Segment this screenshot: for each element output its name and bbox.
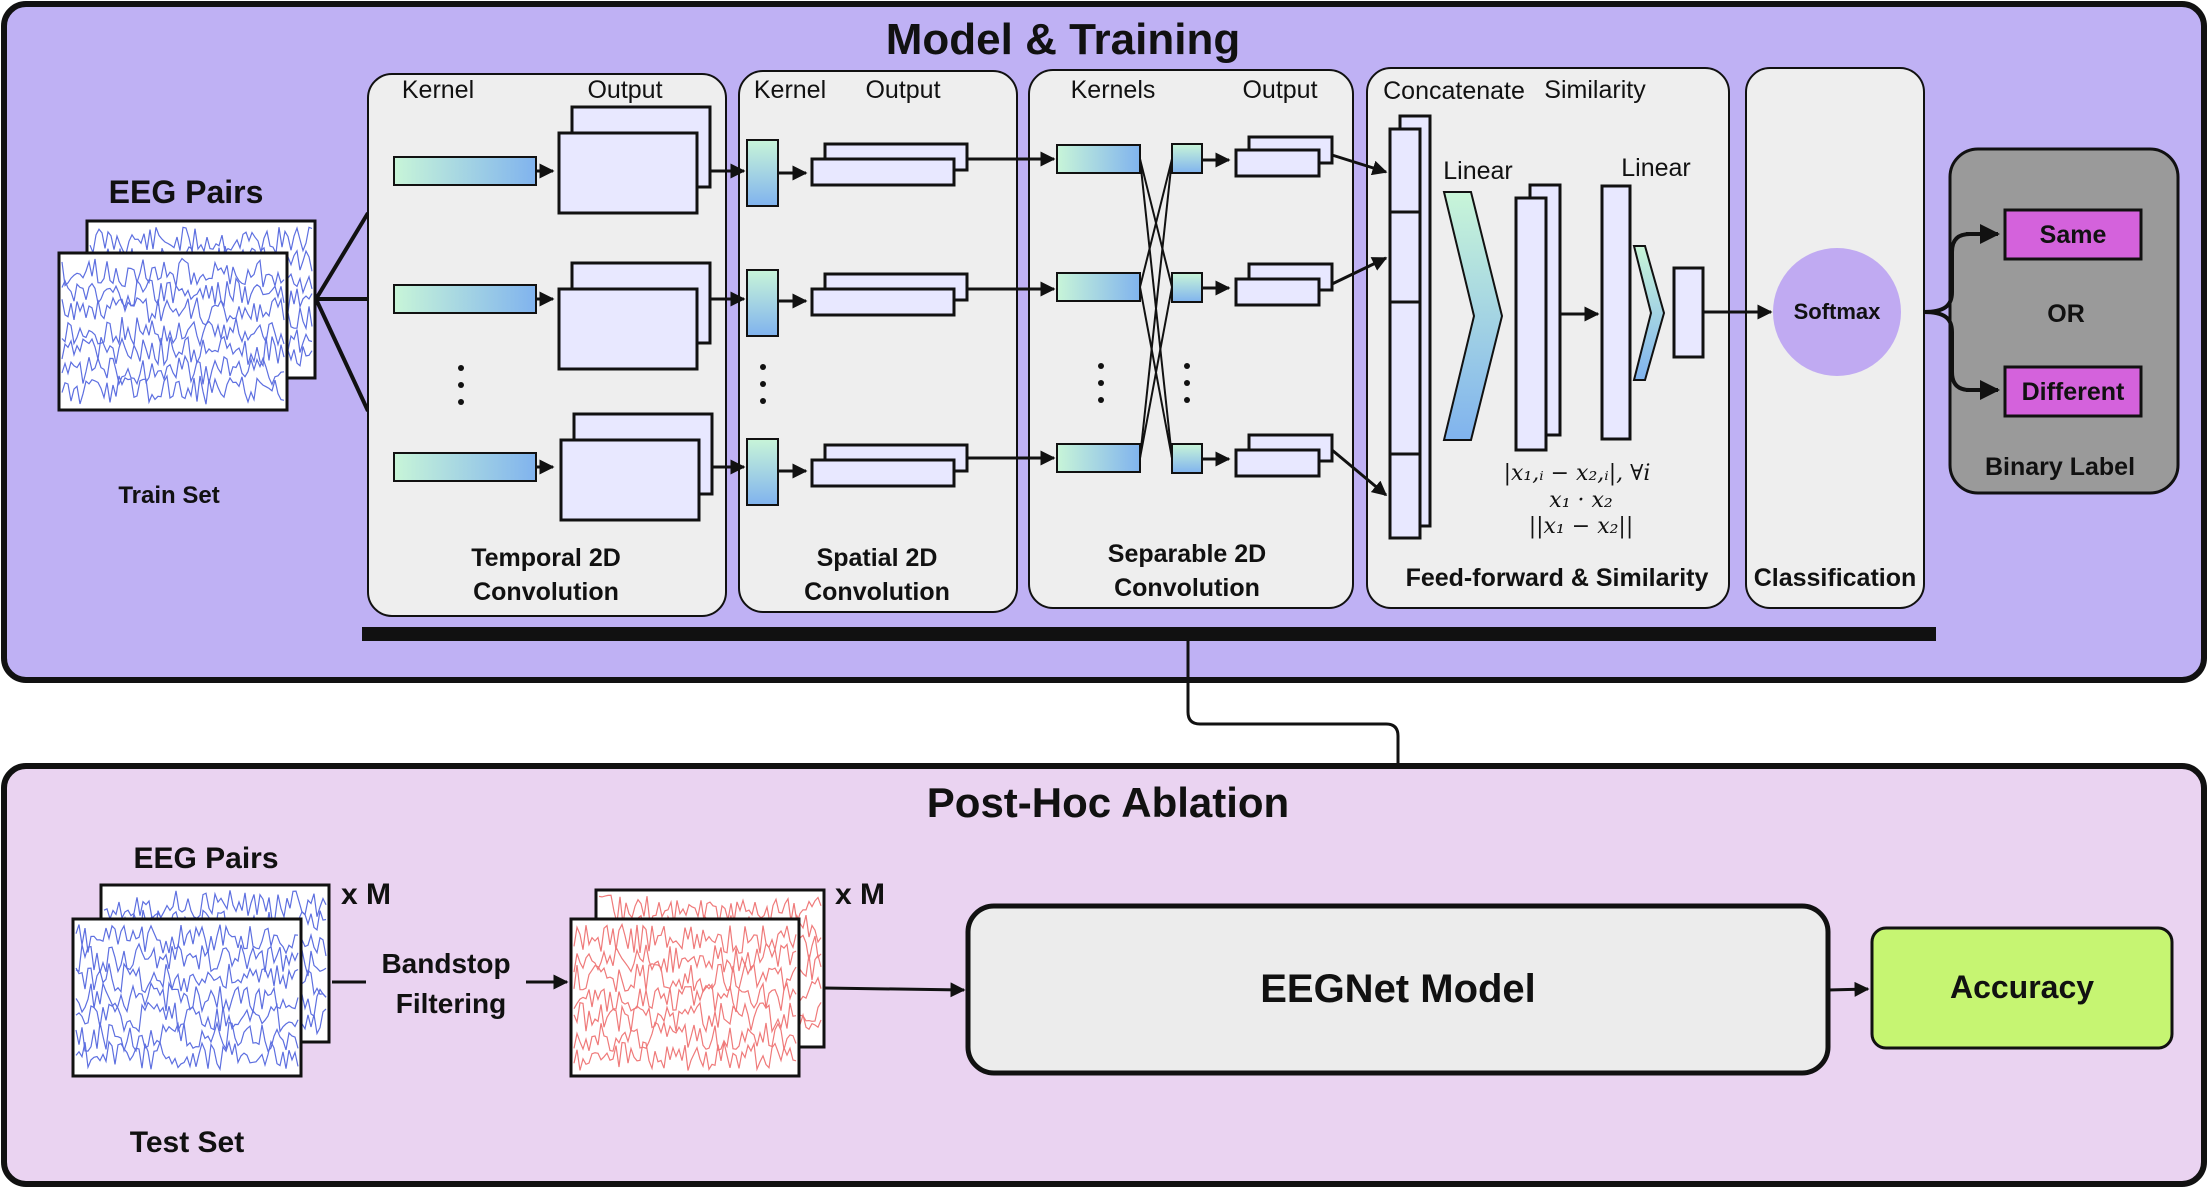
embedding-output	[1672, 266, 1705, 359]
similarity-formula-1: |x₁,ᵢ − x₂,ᵢ|, ∀i	[1504, 461, 1651, 486]
separable-name-line1: Separable 2D	[1108, 540, 1266, 568]
temporal-output-2	[557, 287, 699, 371]
classification-name: Classification	[1754, 564, 1917, 592]
test-eeg-sheet-front	[71, 917, 303, 1078]
linear2-label: Linear	[1621, 154, 1691, 182]
spatial-name-line1: Spatial 2D	[817, 544, 938, 572]
separable-depth-1	[1171, 143, 1203, 174]
spatial-kernel-2	[746, 269, 779, 337]
spatial-output-label: Output	[865, 76, 940, 104]
temporal-kernel-2	[393, 284, 537, 314]
training-to-model-connector	[1186, 641, 1406, 902]
different-box	[2003, 365, 2143, 418]
concat-segment-3	[1388, 300, 1422, 456]
training-panel: Model & Training EEG Pairs Train Set Ker…	[1, 1, 2207, 683]
times-m-label-2: x M	[835, 878, 885, 911]
ablation-title: Post-Hoc Ablation	[927, 779, 1289, 826]
test-eeg-pairs-label: EEG Pairs	[133, 842, 278, 875]
hidden-layer-1	[1514, 196, 1548, 452]
separable-to-concat-arrows	[1331, 153, 1388, 497]
same-label: Same	[2040, 221, 2107, 249]
temporal-stage-content	[393, 105, 714, 522]
feedforward-stage-content: Linear Linear |x₁,ᵢ − x₂,ᵢ|, ∀i x₁ · x₂ …	[1388, 114, 1705, 540]
separable-output-3	[1234, 448, 1321, 478]
training-output-bar	[362, 627, 1936, 641]
spatial-output-3	[810, 458, 956, 488]
spatial-to-separable-arrows	[967, 151, 1056, 466]
similarity-formula-2: x₁ · x₂	[1549, 488, 1612, 513]
linear2-chevron	[1632, 245, 1666, 381]
binary-label-title: Binary Label	[1985, 453, 2135, 481]
separable-depth-2	[1171, 272, 1203, 303]
train-eeg-sheet-front	[57, 251, 289, 412]
filtered-to-model-arrow	[823, 982, 966, 998]
concatenate-label: Concatenate	[1383, 77, 1525, 105]
separable-stage-content	[1056, 135, 1334, 478]
binary-brace	[1923, 232, 1971, 392]
concat-segment-1	[1388, 127, 1422, 214]
temporal-kernel-label: Kernel	[402, 76, 474, 104]
separable-name-line2: Convolution	[1114, 574, 1260, 602]
spatial-kernel-1	[746, 139, 779, 207]
temporal-kernel-3	[393, 452, 537, 482]
temporal-output-1	[557, 131, 699, 215]
ablation-panel: Post-Hoc Ablation EEG Pairs x M Test Set…	[1, 763, 2207, 1187]
separable-crossings	[1139, 158, 1173, 459]
train-eeg-pairs-label: EEG Pairs	[109, 174, 264, 210]
similarity-formula-3: ||x₁ − x₂||	[1529, 514, 1634, 539]
spatial-kernel-3	[746, 438, 779, 506]
hidden-layer-2	[1600, 184, 1632, 441]
separable-kernels-label: Kernels	[1071, 76, 1156, 104]
spatial-stage-content	[746, 139, 969, 506]
temporal-name-line2: Convolution	[473, 578, 619, 606]
temporal-ellipsis	[458, 365, 464, 405]
training-title: Model & Training	[886, 15, 1240, 64]
fanout-lines	[314, 211, 370, 412]
concat-segment-2	[1388, 210, 1422, 304]
eegnet-model-label: EEGNet Model	[1260, 967, 1536, 1011]
temporal-output-3	[559, 438, 701, 522]
spatial-name-line2: Convolution	[804, 578, 950, 606]
separable-output-label: Output	[1242, 76, 1317, 104]
linear1-label: Linear	[1443, 157, 1513, 185]
or-label: OR	[2047, 300, 2085, 328]
concat-segment-4	[1388, 452, 1422, 540]
test-eeg-stack	[71, 883, 331, 1078]
spatial-ellipsis	[760, 364, 766, 404]
temporal-kernel-1	[393, 156, 537, 186]
temporal-output-label: Output	[587, 76, 662, 104]
separable-ellipsis-right	[1184, 363, 1190, 403]
separable-kernel-1	[1056, 144, 1141, 174]
filtered-eeg-stack	[569, 888, 826, 1078]
test-set-label: Test Set	[130, 1126, 244, 1159]
linear1-chevron	[1442, 191, 1504, 441]
bandstop-line2: Filtering	[396, 988, 506, 1019]
train-eeg-stack	[57, 219, 317, 412]
train-set-label: Train Set	[118, 482, 219, 509]
feedforward-name: Feed-forward & Similarity	[1406, 564, 1709, 592]
separable-ellipsis-left	[1098, 363, 1104, 403]
temporal-name-line1: Temporal 2D	[471, 544, 621, 572]
spatial-output-2	[810, 287, 956, 317]
bandstop-line1: Bandstop	[381, 948, 510, 979]
separable-output-2	[1234, 277, 1321, 307]
times-m-label-1: x M	[341, 878, 391, 911]
spatial-kernel-label: Kernel	[754, 76, 826, 104]
spatial-output-1	[810, 157, 956, 187]
separable-output-1	[1234, 148, 1321, 178]
temporal-to-spatial-arrows	[710, 163, 746, 475]
separable-kernel-2	[1056, 272, 1141, 302]
different-label: Different	[2022, 378, 2125, 406]
filtered-eeg-sheet-front	[569, 917, 801, 1078]
same-box	[2003, 208, 2143, 261]
softmax-node	[1773, 248, 1901, 376]
separable-depth-3	[1171, 443, 1203, 474]
model-to-accuracy-arrow	[1827, 981, 1870, 997]
similarity-label: Similarity	[1544, 76, 1646, 104]
separable-kernel-3	[1056, 443, 1141, 473]
accuracy-label: Accuracy	[1950, 969, 2094, 1005]
softmax-label: Softmax	[1794, 299, 1882, 324]
accuracy-box	[1870, 926, 2174, 1050]
